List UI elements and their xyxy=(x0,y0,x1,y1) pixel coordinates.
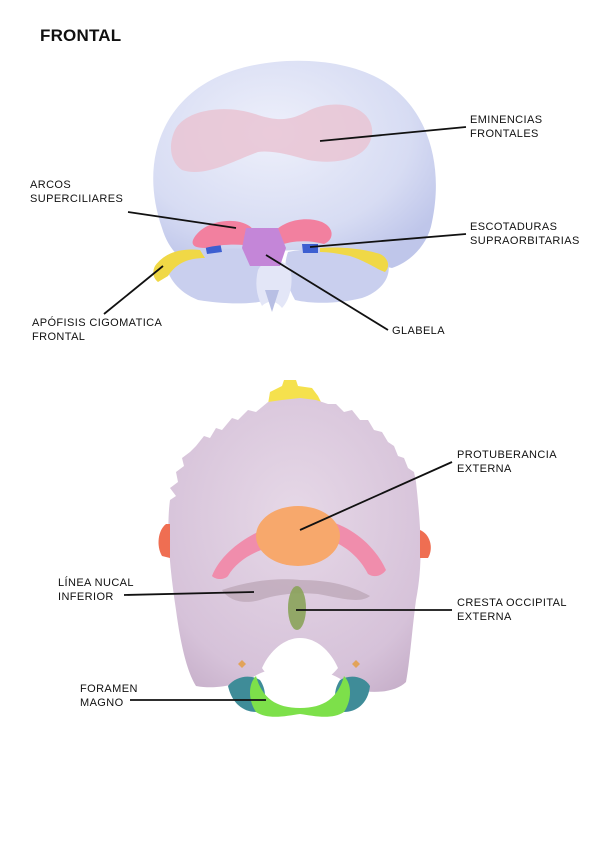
label-eminencias-frontales: EMINENCIAS FRONTALES xyxy=(470,113,542,141)
linea-nucal-left xyxy=(212,530,268,579)
arco-right xyxy=(271,219,332,246)
label-escotaduras-supraorbitarias: ESCOTADURAS SUPRAORBITARIAS xyxy=(470,220,580,248)
label-line: INFERIOR xyxy=(58,591,114,603)
label-line: FRONTALES xyxy=(470,128,539,140)
occipital-bone xyxy=(158,380,431,717)
label-protuberancia-externa: PROTUBERANCIA EXTERNA xyxy=(457,448,557,476)
small-dot-right xyxy=(352,660,360,668)
nasal-notch xyxy=(256,259,292,308)
label-apofisis-cigomatica: APÓFISIS CIGOMATICA FRONTAL xyxy=(32,316,162,344)
apofisis-left xyxy=(153,249,205,282)
label-line: APÓFISIS CIGOMATICA xyxy=(32,317,163,329)
label-line: SUPRAORBITARIAS xyxy=(470,235,580,247)
label-line: FORAMEN xyxy=(80,683,138,695)
label-line: LÍNEA NUCAL xyxy=(58,577,134,589)
arco-left xyxy=(192,220,256,248)
nasal-spine xyxy=(265,290,279,312)
escotadura-right xyxy=(302,244,318,253)
label-arcos-superciliares: ARCOS SUPERCILIARES xyxy=(30,178,123,206)
small-dot-left xyxy=(238,660,246,668)
foramen-hole xyxy=(262,638,338,686)
glabela-region xyxy=(242,228,286,266)
leader-arcos xyxy=(127,211,237,229)
orbital-part xyxy=(165,248,272,304)
orange-right xyxy=(420,530,431,558)
leader-linea-nucal xyxy=(123,591,255,596)
label-line: PROTUBERANCIA xyxy=(457,449,557,461)
label-line: MAGNO xyxy=(80,697,124,709)
frontal-bone xyxy=(153,60,436,312)
foramen-rim xyxy=(250,676,350,717)
orange-left xyxy=(158,524,170,558)
leader-glabela xyxy=(265,254,389,331)
label-line: SUPERCILIARES xyxy=(30,193,124,205)
leader-apofisis xyxy=(103,265,164,315)
label-line: EMINENCIAS xyxy=(470,114,543,126)
orbital-part-right xyxy=(285,249,389,303)
eminencias-region xyxy=(170,104,373,173)
cresta-region xyxy=(288,586,306,630)
label-line: EXTERNA xyxy=(457,611,512,623)
label-cresta-occipital-externa: CRESTA OCCIPITAL EXTERNA xyxy=(457,596,567,624)
linea-nucal-right xyxy=(330,522,386,577)
leader-escotaduras xyxy=(309,233,467,248)
label-line: CRESTA OCCIPITAL xyxy=(457,597,567,609)
leader-protuberancia xyxy=(299,461,453,531)
protuberancia-region xyxy=(256,506,340,566)
label-line: FRONTAL xyxy=(32,331,86,343)
label-line: ESCOTADURAS xyxy=(470,221,558,233)
label-glabela: GLABELA xyxy=(392,324,445,338)
yellow-top xyxy=(268,380,322,404)
label-line: ARCOS xyxy=(30,179,72,191)
apofisis-right xyxy=(320,247,389,272)
label-line: GLABELA xyxy=(392,325,445,337)
page-title: FRONTAL xyxy=(40,26,122,45)
label-line: EXTERNA xyxy=(457,463,512,475)
label-foramen-magno: FORAMEN MAGNO xyxy=(80,682,138,710)
label-linea-nucal-inferior: LÍNEA NUCAL INFERIOR xyxy=(58,576,134,604)
leader-eminencias xyxy=(319,126,467,142)
